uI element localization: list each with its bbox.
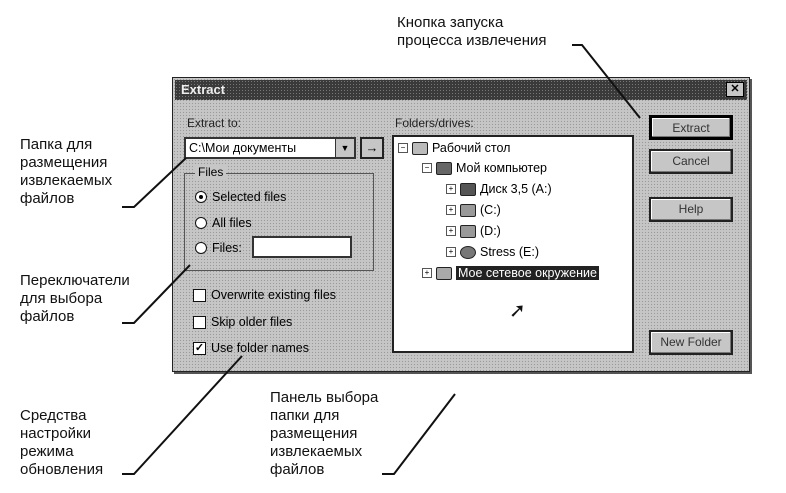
- callout-line: Кнопка запуска: [397, 14, 504, 31]
- callout-line: Панель выбора: [270, 389, 379, 406]
- checkbox[interactable]: [193, 315, 206, 329]
- tree-node-label: Мой компьютер: [456, 161, 547, 175]
- leader-update: [122, 355, 243, 475]
- radio-label: Selected files: [212, 190, 287, 204]
- tree-node-e-drive[interactable]: + Stress (E:): [446, 245, 539, 259]
- callout-extract-button: Кнопка запуска процесса извлечения: [397, 14, 547, 50]
- callout-line: файлов: [20, 190, 75, 207]
- hard-drive-icon: [460, 203, 476, 217]
- tree-node-network[interactable]: + Мое сетевое окружение: [422, 266, 599, 280]
- checkbox[interactable]: [193, 288, 206, 302]
- callout-switches: Переключатели для выбора файлов: [20, 272, 130, 326]
- extract-button[interactable]: Extract: [649, 115, 733, 140]
- radio-button[interactable]: [195, 217, 207, 229]
- tree-node-label: Диск 3,5 (A:): [480, 182, 552, 196]
- callout-line: обновления: [20, 461, 104, 478]
- callout-line: папки для: [270, 407, 340, 424]
- callout-line: файлов: [20, 308, 75, 325]
- tree-node-label: Stress (E:): [480, 245, 540, 259]
- network-icon: [436, 266, 452, 280]
- radio-files[interactable]: Files:: [195, 241, 242, 255]
- tree-node-floppy[interactable]: + Диск 3,5 (A:): [446, 182, 552, 196]
- collapse-icon[interactable]: −: [422, 163, 432, 173]
- floppy-drive-icon: [460, 182, 476, 196]
- callout-update: Средства настройки режима обновления: [20, 407, 103, 479]
- desktop-icon: [412, 141, 428, 155]
- expand-icon[interactable]: +: [446, 205, 456, 215]
- callout-folder: Папка для размещения извлекаемых файлов: [20, 136, 112, 208]
- folders-label: Folders/drives:: [395, 116, 474, 130]
- cd-drive-icon: [460, 245, 476, 259]
- callout-line: извлекаемых: [270, 443, 363, 460]
- expand-icon[interactable]: +: [446, 247, 456, 257]
- expand-icon[interactable]: +: [422, 268, 432, 278]
- dialog-title: Extract: [181, 82, 226, 97]
- files-pattern-input[interactable]: [252, 236, 352, 258]
- new-folder-button[interactable]: New Folder: [649, 330, 733, 355]
- callout-line: режима: [20, 443, 74, 460]
- mouse-pointer-icon: ➚: [509, 300, 526, 322]
- overwrite-checkbox[interactable]: Overwrite existing files: [193, 288, 336, 302]
- callout-line: файлов: [270, 461, 325, 478]
- tree-node-desktop[interactable]: − Рабочий стол: [398, 141, 510, 155]
- callout-line: размещения: [20, 154, 108, 171]
- files-group-title: Files: [195, 165, 227, 179]
- callout-panel: Панель выбора папки для размещения извле…: [270, 389, 378, 479]
- use-folder-names-checkbox[interactable]: ✓ Use folder names: [193, 341, 309, 355]
- checkbox-checked[interactable]: ✓: [193, 341, 206, 355]
- computer-icon: [436, 161, 452, 175]
- expand-icon[interactable]: +: [446, 226, 456, 236]
- tree-node-label: Рабочий стол: [432, 141, 511, 155]
- extract-path-value: C:\Мои документы: [189, 141, 297, 155]
- tree-node-label: (C:): [480, 203, 501, 217]
- extract-to-label: Extract to:: [187, 116, 242, 130]
- help-button[interactable]: Help: [649, 197, 733, 222]
- callout-line: размещения: [270, 425, 358, 442]
- radio-label: All files: [212, 216, 252, 230]
- checkbox-label: Use folder names: [211, 341, 309, 355]
- cancel-button[interactable]: Cancel: [649, 149, 733, 174]
- tree-node-label: (D:): [480, 224, 501, 238]
- close-button[interactable]: ✕: [726, 82, 744, 97]
- tree-node-label: Мое сетевое окружение: [456, 266, 599, 280]
- callout-line: Переключатели: [20, 272, 130, 289]
- extract-path-combo[interactable]: C:\Мои документы ▼: [184, 137, 356, 159]
- tree-node-computer[interactable]: − Мой компьютер: [422, 161, 547, 175]
- checkbox-label: Skip older files: [211, 315, 293, 329]
- callout-line: Средства: [20, 407, 87, 424]
- callout-line: извлекаемых: [20, 172, 113, 189]
- callout-line: Папка для: [20, 136, 93, 153]
- radio-all-files[interactable]: All files: [195, 216, 252, 230]
- expand-icon[interactable]: +: [446, 184, 456, 194]
- callout-line: для выбора: [20, 290, 103, 307]
- checkbox-label: Overwrite existing files: [211, 288, 337, 302]
- files-group: Files Selected files All files Files:: [184, 165, 374, 271]
- radio-button[interactable]: [195, 242, 207, 254]
- callout-line: настройки: [20, 425, 92, 442]
- tree-node-d-drive[interactable]: + (D:): [446, 224, 501, 238]
- collapse-icon[interactable]: −: [398, 143, 408, 153]
- radio-label: Files:: [212, 241, 242, 255]
- folder-tree[interactable]: − Рабочий стол − Мой компьютер + Диск 3,…: [392, 135, 634, 353]
- hard-drive-icon: [460, 224, 476, 238]
- chevron-down-icon[interactable]: ▼: [335, 139, 354, 157]
- leader-panel: [382, 393, 456, 475]
- extract-dialog: Extract ✕ Extract to: C:\Мои документы ▼…: [172, 77, 750, 372]
- tree-node-c-drive[interactable]: + (C:): [446, 203, 501, 217]
- apply-path-button[interactable]: →: [360, 137, 384, 159]
- radio-selected-files[interactable]: Selected files: [195, 190, 286, 204]
- radio-button[interactable]: [195, 191, 207, 203]
- callout-line: процесса извлечения: [397, 32, 547, 49]
- title-bar[interactable]: Extract ✕: [175, 80, 747, 100]
- skip-older-checkbox[interactable]: Skip older files: [193, 315, 292, 329]
